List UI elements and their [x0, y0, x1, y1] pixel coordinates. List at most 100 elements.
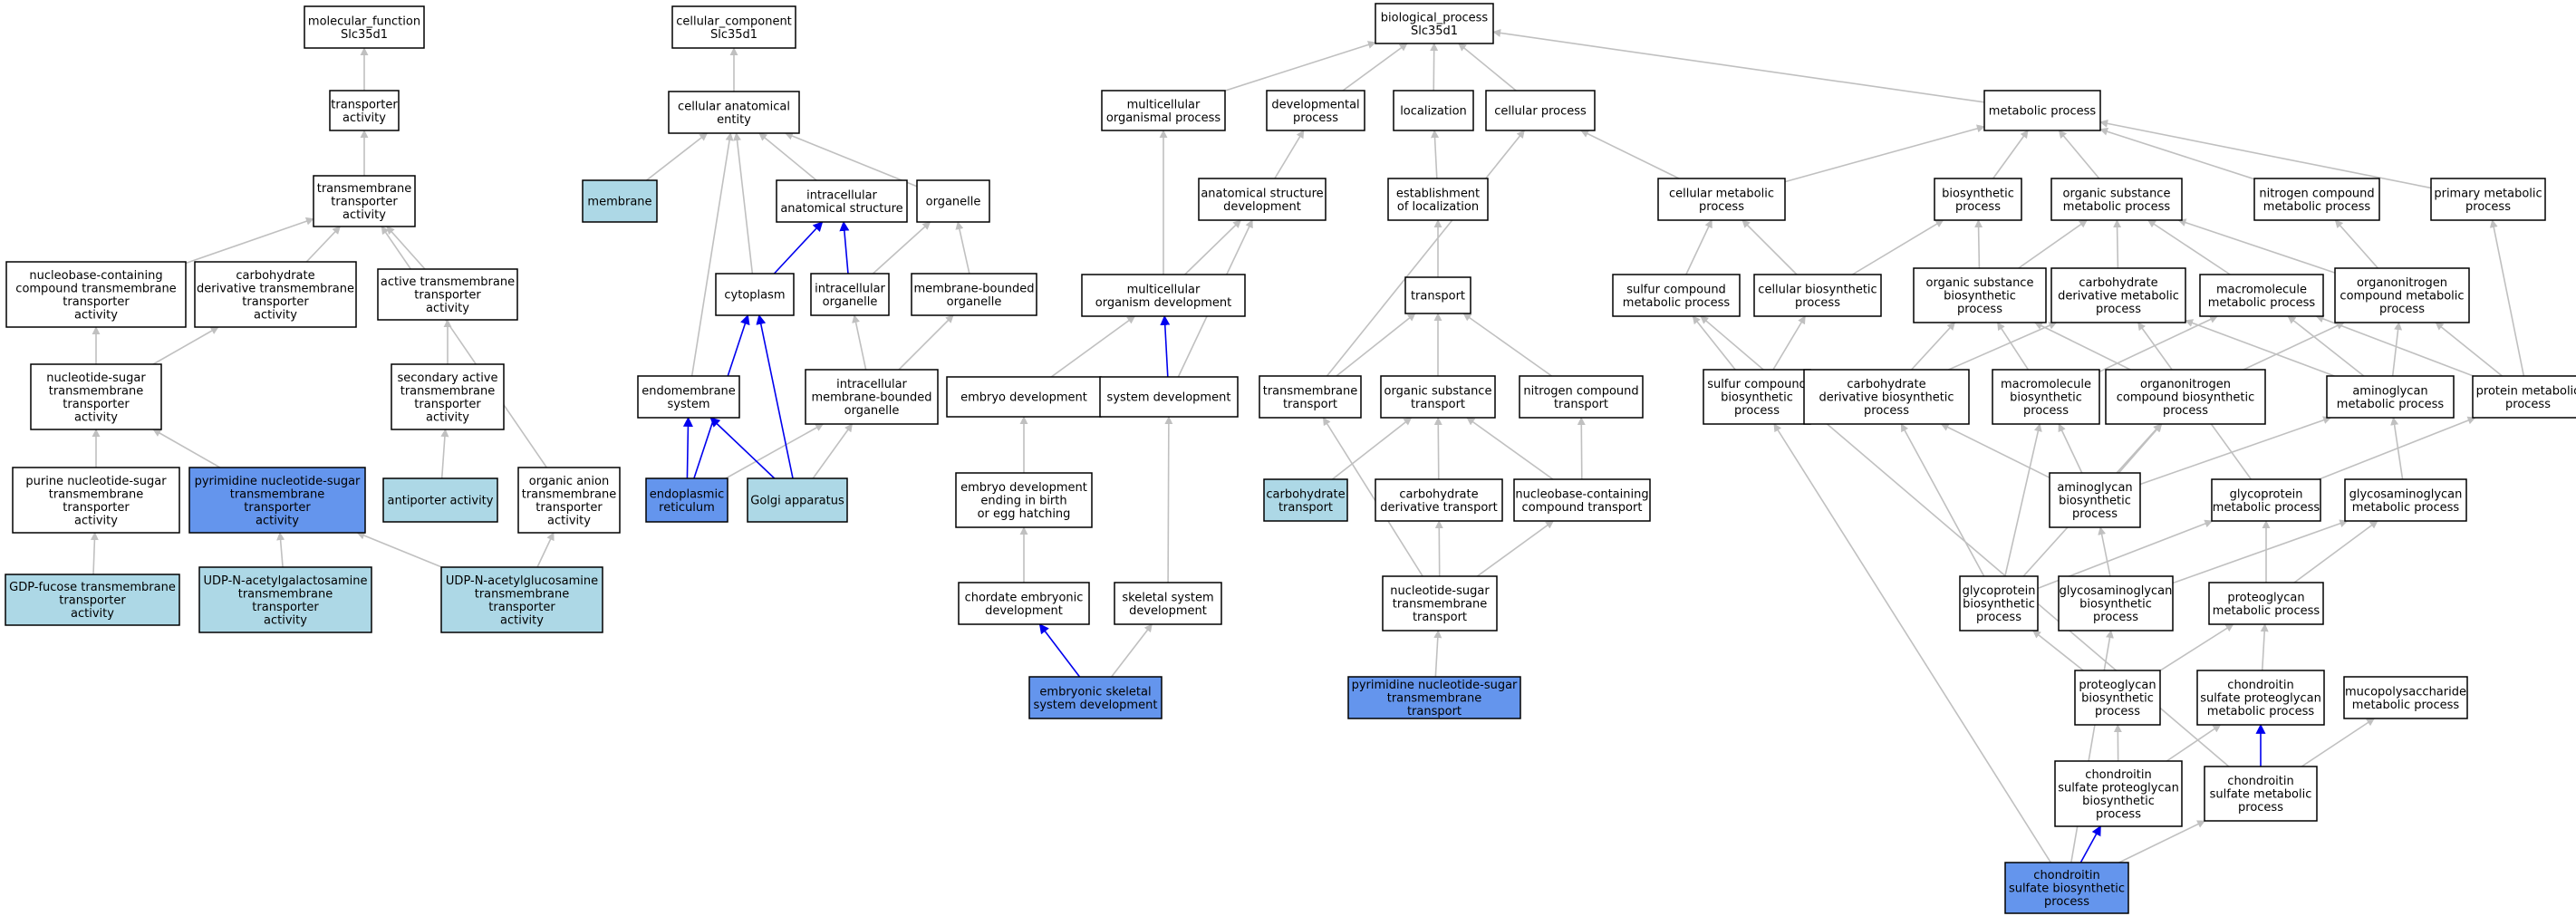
node-trans[interactable]: transport	[1404, 276, 1471, 314]
node-anti[interactable]: antiporter activity	[382, 477, 498, 523]
node-label-line: membrane-bounded	[913, 282, 1034, 295]
node-loc[interactable]: localization	[1393, 90, 1474, 131]
edge-ssd-to-sysdev	[1164, 416, 1173, 583]
node-label-line: developmental	[1271, 98, 1359, 111]
edge-asd-to-dp	[1274, 130, 1305, 179]
node-golgi[interactable]: Golgi apparatus	[747, 477, 848, 523]
node-embdev[interactable]: embryo development	[946, 376, 1102, 418]
edge-cdmp-to-osmp	[2113, 219, 2122, 269]
node-label-line: organic substance	[1384, 384, 1492, 398]
node-pynst[interactable]: pyrimidine nucleotide-sugartransmembrane…	[1347, 676, 1521, 719]
node-label-line: carbohydrate	[236, 269, 314, 283]
node-cyto[interactable]: cytoplasm	[715, 273, 795, 316]
node-sat[interactable]: secondary activetransmembranetransporter…	[391, 363, 505, 430]
node-box	[2208, 582, 2324, 625]
node-label-line: antiporter activity	[388, 495, 494, 508]
node-udpglc[interactable]: UDP-N-acetylglucosaminetransmembranetran…	[440, 566, 603, 633]
node-mp[interactable]: metabolic process	[1983, 90, 2101, 131]
node-cp[interactable]: cellular process	[1485, 90, 1596, 131]
node-label-line: embryo development	[960, 391, 1087, 405]
node-gdp[interactable]: GDP-fucose transmembranetransporteractiv…	[5, 574, 180, 626]
node-ns[interactable]: nucleotide-sugartransmembranetransporter…	[30, 363, 162, 430]
edge-scbp-to-scmp	[1692, 315, 1736, 371]
node-pyns[interactable]: pyrimidine nucleotide-sugartransmembrane…	[188, 467, 366, 534]
edges-layer	[90, 28, 2525, 863]
edge-osmp-to-mp	[2058, 130, 2100, 179]
node-pns[interactable]: purine nucleotide-sugartransmembranetran…	[12, 467, 180, 534]
node-oat[interactable]: organic aniontransmembranetransporteract…	[517, 467, 621, 534]
edge-golgi-to-cyto	[756, 313, 794, 479]
node-udpgal[interactable]: UDP-N-acetylgalactosaminetransmembranetr…	[198, 566, 372, 633]
node-label-line: transmembrane	[49, 487, 144, 501]
node-org[interactable]: organelle	[916, 179, 990, 223]
edge-pyns-to-ns	[152, 429, 221, 468]
node-memb[interactable]: membrane	[582, 179, 658, 223]
node-label-line: process	[2379, 303, 2425, 316]
node-sysdev[interactable]: system development	[1099, 376, 1239, 418]
node-label-line: purine nucleotide-sugar	[25, 475, 167, 488]
node-label-line: membrane	[587, 196, 651, 209]
node-label-line: localization	[1400, 105, 1467, 119]
